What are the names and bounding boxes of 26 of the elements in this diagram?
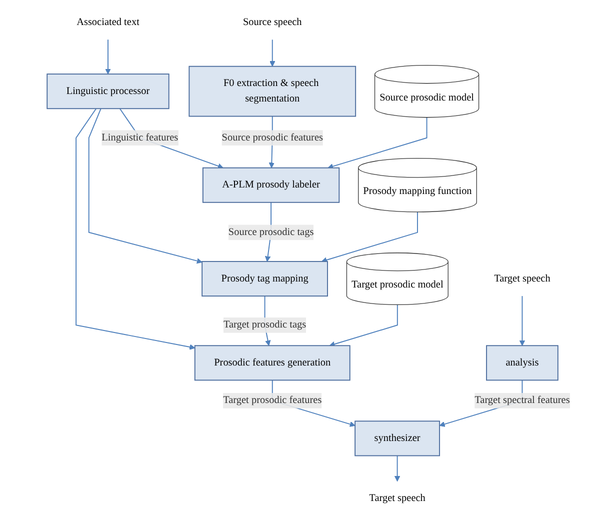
arrow bbox=[328, 304, 398, 347]
node-text: Target speech bbox=[494, 273, 550, 284]
node-box: Prosodic features generation bbox=[194, 345, 350, 381]
arrow bbox=[269, 39, 275, 67]
node-text: Associated text bbox=[76, 16, 139, 28]
arrow bbox=[104, 39, 110, 74]
node-box: A-PLM prosody labeler bbox=[202, 167, 340, 203]
node-box: F0 extraction & speech segmentation bbox=[188, 66, 356, 117]
edge-label: Target spectral features bbox=[474, 394, 570, 406]
node-box: Prosody tag mapping bbox=[201, 261, 328, 297]
arrow bbox=[394, 455, 400, 482]
edge-label: Source prosodic features bbox=[221, 132, 323, 143]
edge-label: Source prosodic tags bbox=[228, 226, 314, 238]
arrow bbox=[327, 116, 427, 170]
arrow bbox=[320, 211, 418, 263]
edge-label: Target prosodic features bbox=[222, 394, 322, 406]
node-box: synthesizer bbox=[354, 420, 440, 456]
arrow bbox=[75, 108, 195, 350]
arrow bbox=[518, 296, 525, 346]
node-text: Source speech bbox=[242, 16, 302, 28]
node-text: Target speech bbox=[368, 492, 425, 504]
edge-label: Target prosodic tags bbox=[222, 319, 306, 330]
node-box: Linguistic processor bbox=[46, 74, 169, 110]
edge-label: Linguistic features bbox=[101, 132, 178, 143]
node-box: analysis bbox=[486, 345, 558, 381]
arrow bbox=[88, 108, 202, 264]
